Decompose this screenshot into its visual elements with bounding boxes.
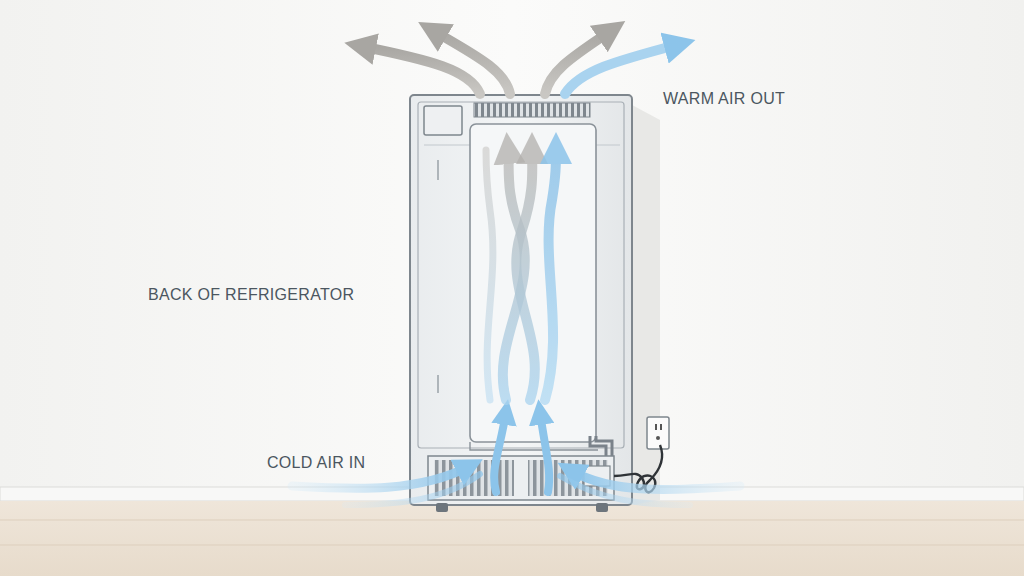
floorboard-line bbox=[0, 520, 1024, 521]
condenser-panel bbox=[470, 124, 596, 442]
airflow-label: COLD AIR IN bbox=[267, 454, 365, 472]
cold-air-arrow bbox=[345, 474, 480, 505]
outlet-ground bbox=[656, 436, 660, 440]
floor bbox=[0, 501, 1024, 576]
panel-detail bbox=[596, 145, 620, 146]
rising-air-arrow bbox=[516, 148, 535, 400]
top-vent bbox=[474, 103, 590, 117]
foot bbox=[436, 503, 448, 512]
refrigerator-body bbox=[410, 95, 632, 505]
cold-air-arrow bbox=[570, 470, 740, 490]
label-plate bbox=[424, 106, 462, 135]
rising-air-arrow bbox=[486, 150, 493, 400]
foot bbox=[596, 503, 608, 512]
wall bbox=[0, 0, 1024, 500]
outlet-slot bbox=[660, 424, 662, 430]
intake-arrow bbox=[494, 412, 506, 492]
warm-air-arrow bbox=[565, 44, 680, 94]
rising-air-arrow bbox=[545, 148, 556, 400]
panel-detail bbox=[424, 145, 470, 146]
floorboard-line bbox=[0, 545, 1024, 546]
panel-detail bbox=[437, 160, 439, 180]
wall-outlet bbox=[647, 417, 669, 449]
part-label: BACK OF REFRIGERATOR bbox=[148, 286, 354, 304]
intake-arrow bbox=[540, 412, 549, 492]
panel-detail bbox=[437, 375, 439, 393]
back-panel bbox=[418, 102, 624, 448]
warm-air-arrow bbox=[432, 30, 510, 94]
cold-air-arrow bbox=[560, 476, 690, 505]
panel-ledge bbox=[470, 442, 598, 450]
floorboards bbox=[0, 520, 1024, 545]
outlet-slot bbox=[655, 424, 657, 430]
airflow-label: WARM AIR OUT bbox=[663, 90, 785, 108]
